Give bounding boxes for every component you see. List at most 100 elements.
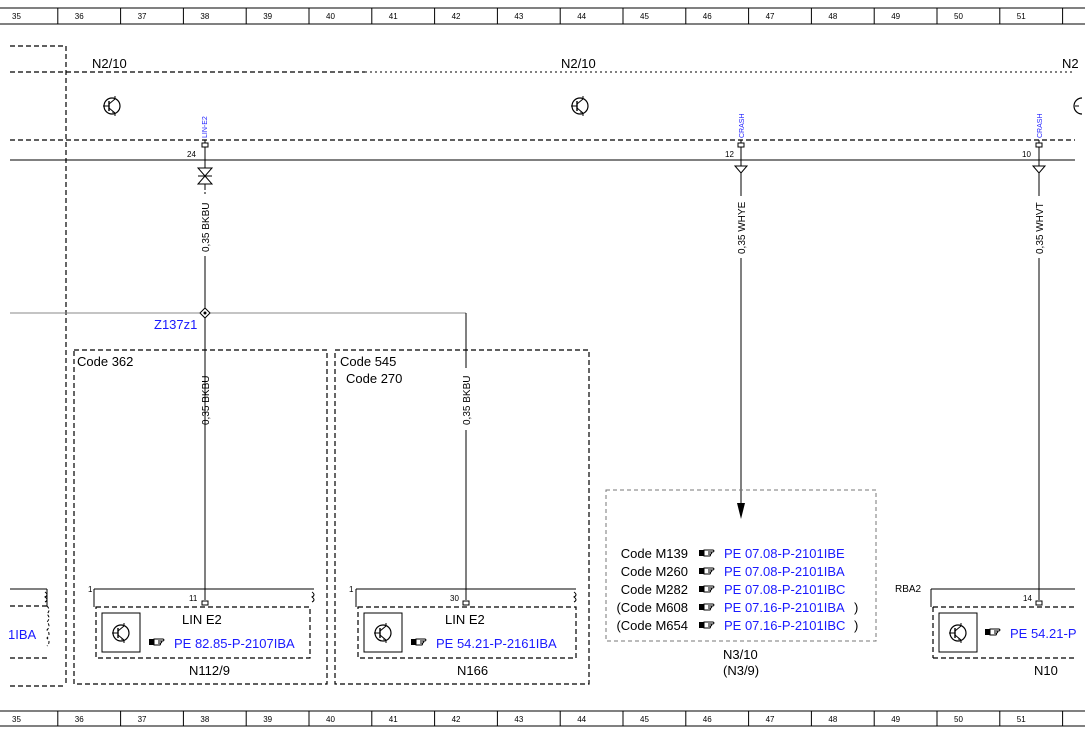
code-545-label: Code 545 [340, 354, 396, 369]
connector-crash-12: CRASH 12 [725, 113, 749, 196]
arrow-down-icon [737, 503, 745, 519]
partial-component-left [10, 588, 50, 659]
code-label: Code M282 [621, 582, 688, 597]
pointing-hand-icon [698, 585, 715, 593]
bottom-ruler-number: 43 [514, 715, 523, 724]
bottom-ruler-number: 49 [891, 715, 900, 724]
top-ruler-number: 47 [766, 12, 775, 21]
component-name-n3-10: N3/10 [723, 647, 758, 662]
bottom-ruler-number: 40 [326, 715, 335, 724]
code-label: Code M260 [621, 564, 688, 579]
n2-10-module-frame [10, 45, 1075, 686]
pointing-hand-icon [698, 603, 715, 611]
pointing-hand-icon [148, 638, 165, 646]
component-n166: 1 30 [349, 585, 577, 659]
bottom-ruler-number: 41 [389, 715, 398, 724]
top-ruler-number: 38 [200, 12, 209, 21]
pin-12: 12 [725, 150, 734, 159]
ref-link-n112-9[interactable]: PE 82.85-P-2107IBA [174, 636, 295, 651]
bottom-ruler-number: 51 [1017, 715, 1026, 724]
ref-link-n3-10[interactable]: PE 07.16-P-2101IBA [724, 600, 845, 615]
module-label-n2-10-mid: N2/10 [561, 56, 596, 71]
component-alt-name-n3-9: (N3/9) [723, 663, 759, 678]
ref-link-n3-10[interactable]: PE 07.08-P-2101IBE [724, 546, 845, 561]
ref-link-n3-10[interactable]: PE 07.08-P-2101IBC [724, 582, 845, 597]
connector-lin-e2: LIN-E2 24 [187, 116, 214, 194]
connector-crash-10: CRASH 10 [1022, 113, 1047, 196]
code-362-box [73, 349, 328, 685]
top-ruler-number: 39 [263, 12, 272, 21]
bottom-ruler-number: 39 [263, 715, 272, 724]
ref-link-n3-10[interactable]: PE 07.08-P-2101IBA [724, 564, 845, 579]
bottom-ruler-number: 35 [12, 715, 21, 724]
pointing-hand-icon [698, 549, 715, 557]
component-n10: RBA2 14 [895, 584, 1075, 659]
top-ruler-number: 46 [703, 12, 712, 21]
ref-link-n166[interactable]: PE 54.21-P-2161IBA [436, 636, 557, 651]
bottom-ruler-number: 37 [138, 715, 147, 724]
bottom-ruler-number: 36 [75, 715, 84, 724]
pin-number: 1 [349, 585, 354, 594]
wire-label-w3: 0,35 WHVT [1035, 202, 1046, 254]
splice-z137z1 [10, 307, 467, 368]
pointing-hand-icon [698, 567, 715, 575]
closing-paren: ) [854, 618, 858, 633]
wire-label-w2: 0,35 WHYE [737, 201, 748, 254]
wire-label-w4: 0,35 BKBU [201, 376, 212, 425]
pointing-hand-icon [698, 621, 715, 629]
top-ruler-number: 45 [640, 12, 649, 21]
wire-label-w5: 0,35 BKBU [462, 376, 473, 425]
top-ruler-number: 37 [138, 12, 147, 21]
component-n112-9: 1 11 [88, 585, 315, 659]
code-label: (Code M608 [616, 600, 688, 615]
transistor-icon [1073, 97, 1083, 115]
pointing-hand-icon [984, 628, 1001, 636]
top-ruler-number: 48 [828, 12, 837, 21]
n3-10-box [605, 489, 877, 642]
code-270-label: Code 270 [346, 371, 402, 386]
connector-tag-lin-e2: LIN-E2 [202, 116, 209, 138]
wire-label-w1: 0,35 BKBU [201, 203, 212, 252]
pin-24: 24 [187, 150, 196, 159]
connector-tag-crash-12: CRASH [739, 113, 746, 138]
rba2-label: RBA2 [895, 584, 922, 595]
transistor-icon [570, 95, 589, 117]
pointing-hand-icon [410, 638, 427, 646]
ref-link-n3-10[interactable]: PE 07.16-P-2101IBC [724, 618, 845, 633]
module-label-n2-10-left: N2/10 [92, 56, 127, 71]
bottom-ruler-number: 42 [452, 715, 461, 724]
code-545-box [334, 349, 590, 685]
splice-label: Z137z1 [154, 317, 197, 332]
top-ruler-number: 43 [514, 12, 523, 21]
code-label: (Code M654 [616, 618, 688, 633]
pin-number: 1 [88, 585, 93, 594]
component-signal-label: LIN E2 [445, 612, 485, 627]
bottom-ruler-number: 45 [640, 715, 649, 724]
component-name-n166: N166 [457, 663, 488, 678]
top-ruler-number: 50 [954, 12, 963, 21]
ref-link-n10[interactable]: PE 54.21-P [1010, 626, 1077, 641]
pin-30: 30 [450, 594, 459, 603]
module-label-n2-10-right: N2 [1062, 56, 1079, 71]
bottom-ruler-number: 46 [703, 715, 712, 724]
pin-11: 11 [189, 594, 198, 603]
closing-paren: ) [854, 600, 858, 615]
bottom-ruler-number: 44 [577, 715, 586, 724]
bottom-ruler-number: 38 [200, 715, 209, 724]
component-signal-label: LIN E2 [182, 612, 222, 627]
code-362-label: Code 362 [77, 354, 133, 369]
top-ruler-number: 49 [891, 12, 900, 21]
bottom-ruler-number: 48 [828, 715, 837, 724]
connector-tag-crash-10: CRASH [1037, 113, 1044, 138]
top-ruler-number: 35 [12, 12, 21, 21]
top-ruler-number: 40 [326, 12, 335, 21]
bottom-ruler-number: 50 [954, 715, 963, 724]
component-name-n10: N10 [1034, 663, 1058, 678]
pin-10: 10 [1022, 150, 1031, 159]
ref-link-left-partial[interactable]: 1IBA [8, 627, 37, 642]
code-label: Code M139 [621, 546, 688, 561]
top-ruler-number: 42 [452, 12, 461, 21]
